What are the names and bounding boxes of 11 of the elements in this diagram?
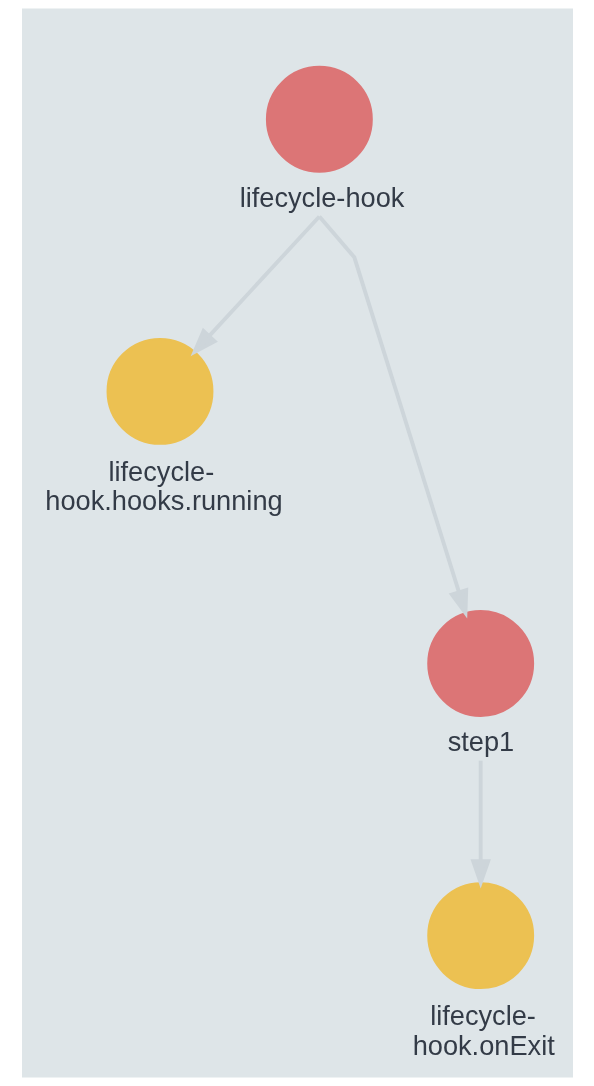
node-circle [265, 65, 373, 173]
node-label: step1 [447, 726, 514, 758]
node-circle [426, 610, 534, 717]
arrow [317, 215, 468, 619]
node-label: lifecycle- hook.onExit [412, 1000, 555, 1061]
arrow [190, 215, 321, 357]
node-circle [106, 337, 213, 445]
node-label: lifecycle-hook [239, 182, 404, 214]
arrow [469, 760, 491, 889]
node-circle [426, 882, 534, 990]
node-label: lifecycle- hook.hooks.running [44, 456, 283, 517]
